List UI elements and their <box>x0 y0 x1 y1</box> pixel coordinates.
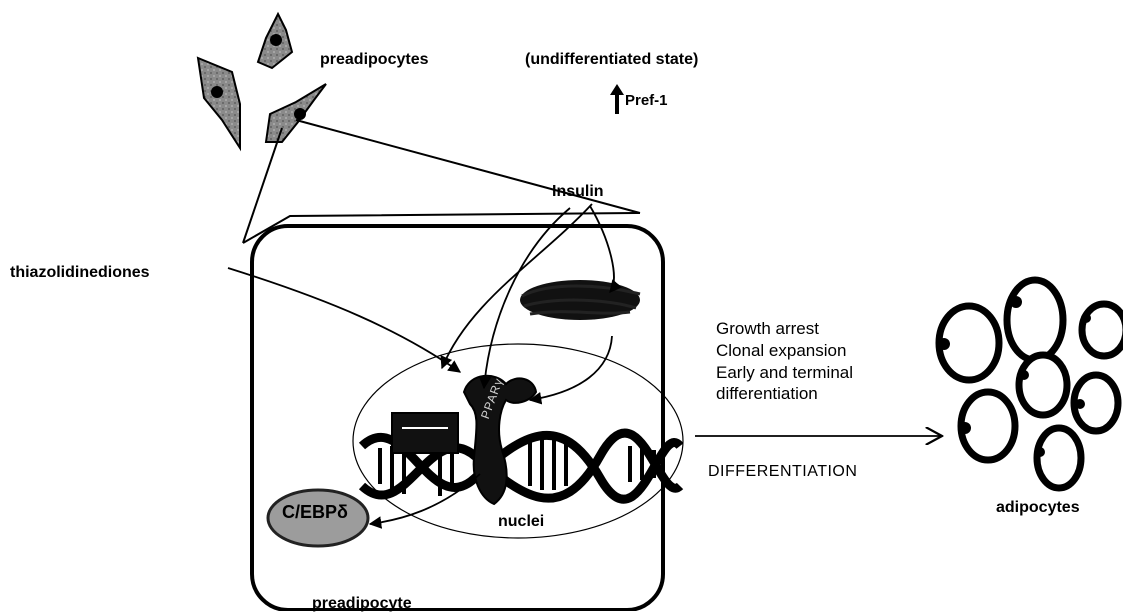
spindle-cell-icon <box>258 14 292 68</box>
signal-arrows <box>228 204 614 524</box>
undifferentiated-state-label: (undifferentiated state) <box>525 50 698 70</box>
thiazolidinediones-label: thiazolidinediones <box>10 263 150 283</box>
fat-cell-icon <box>939 280 1123 488</box>
differentiation-text-label: differentiation <box>716 383 853 405</box>
nuclei-label: nuclei <box>498 512 544 532</box>
preadipocytes-label: preadipocytes <box>320 50 428 70</box>
differentiation-steps: Growth arrest Clonal expansion Early and… <box>716 318 853 405</box>
cebp-label: C/EBPδ <box>282 501 348 524</box>
signaling-complex <box>520 280 640 320</box>
insulin-label: Insulin <box>552 182 604 202</box>
up-arrow-icon <box>610 84 624 114</box>
preadipocyte-label: preadipocyte <box>312 594 412 614</box>
spindle-cell-icon <box>266 84 326 142</box>
spindle-cell-icon <box>198 58 240 148</box>
rxr-block <box>392 413 458 453</box>
adipocytes-label: adipocytes <box>996 498 1080 518</box>
early-terminal-label: Early and terminal <box>716 362 853 384</box>
growth-arrest-label: Growth arrest <box>716 318 853 340</box>
differentiation-label: DIFFERENTIATION <box>708 462 857 482</box>
pref1-label: Pref-1 <box>625 92 668 111</box>
clonal-expansion-label: Clonal expansion <box>716 340 853 362</box>
